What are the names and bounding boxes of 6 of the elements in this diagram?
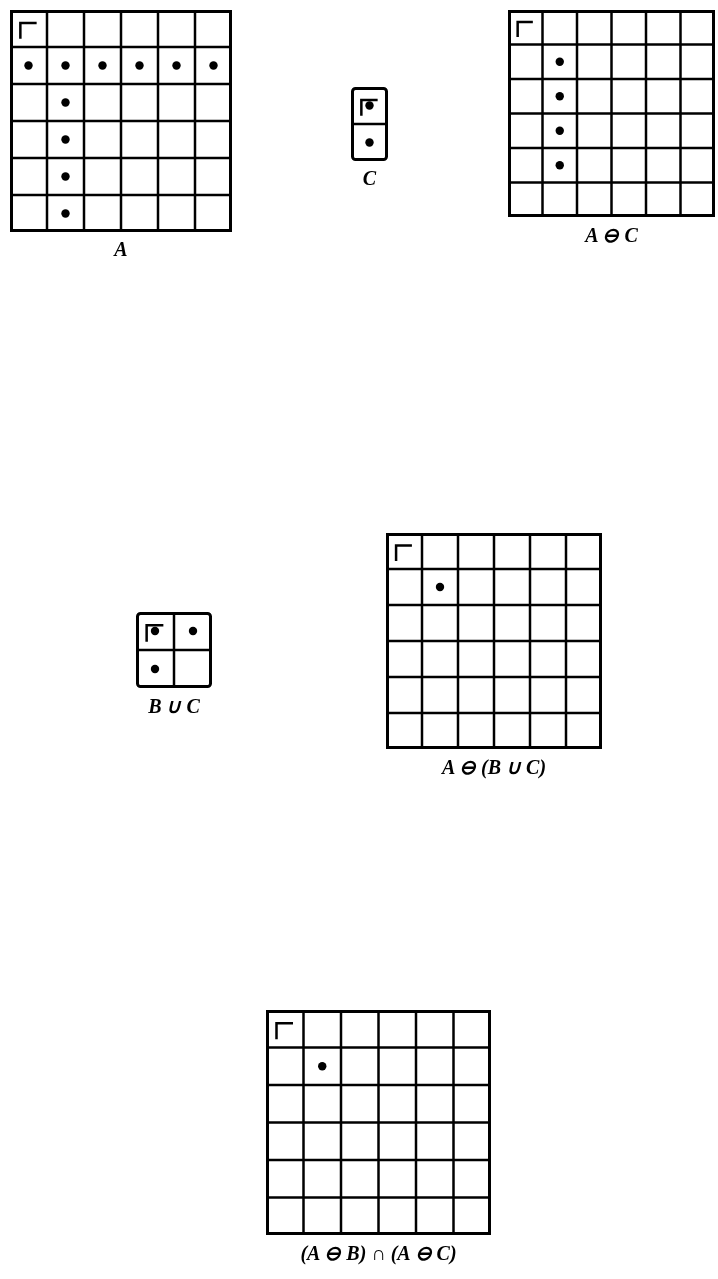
grid-caption: (A ⊖ B) ∩ (A ⊖ C) <box>300 1241 457 1265</box>
grid-caption: C <box>362 167 377 190</box>
grid-caption: A <box>114 238 128 261</box>
grid-caption: B ∪ C <box>148 694 200 718</box>
grid-caption: A ⊖ C <box>585 223 638 247</box>
grid-caption: A ⊖ (B ∪ C) <box>441 755 547 779</box>
